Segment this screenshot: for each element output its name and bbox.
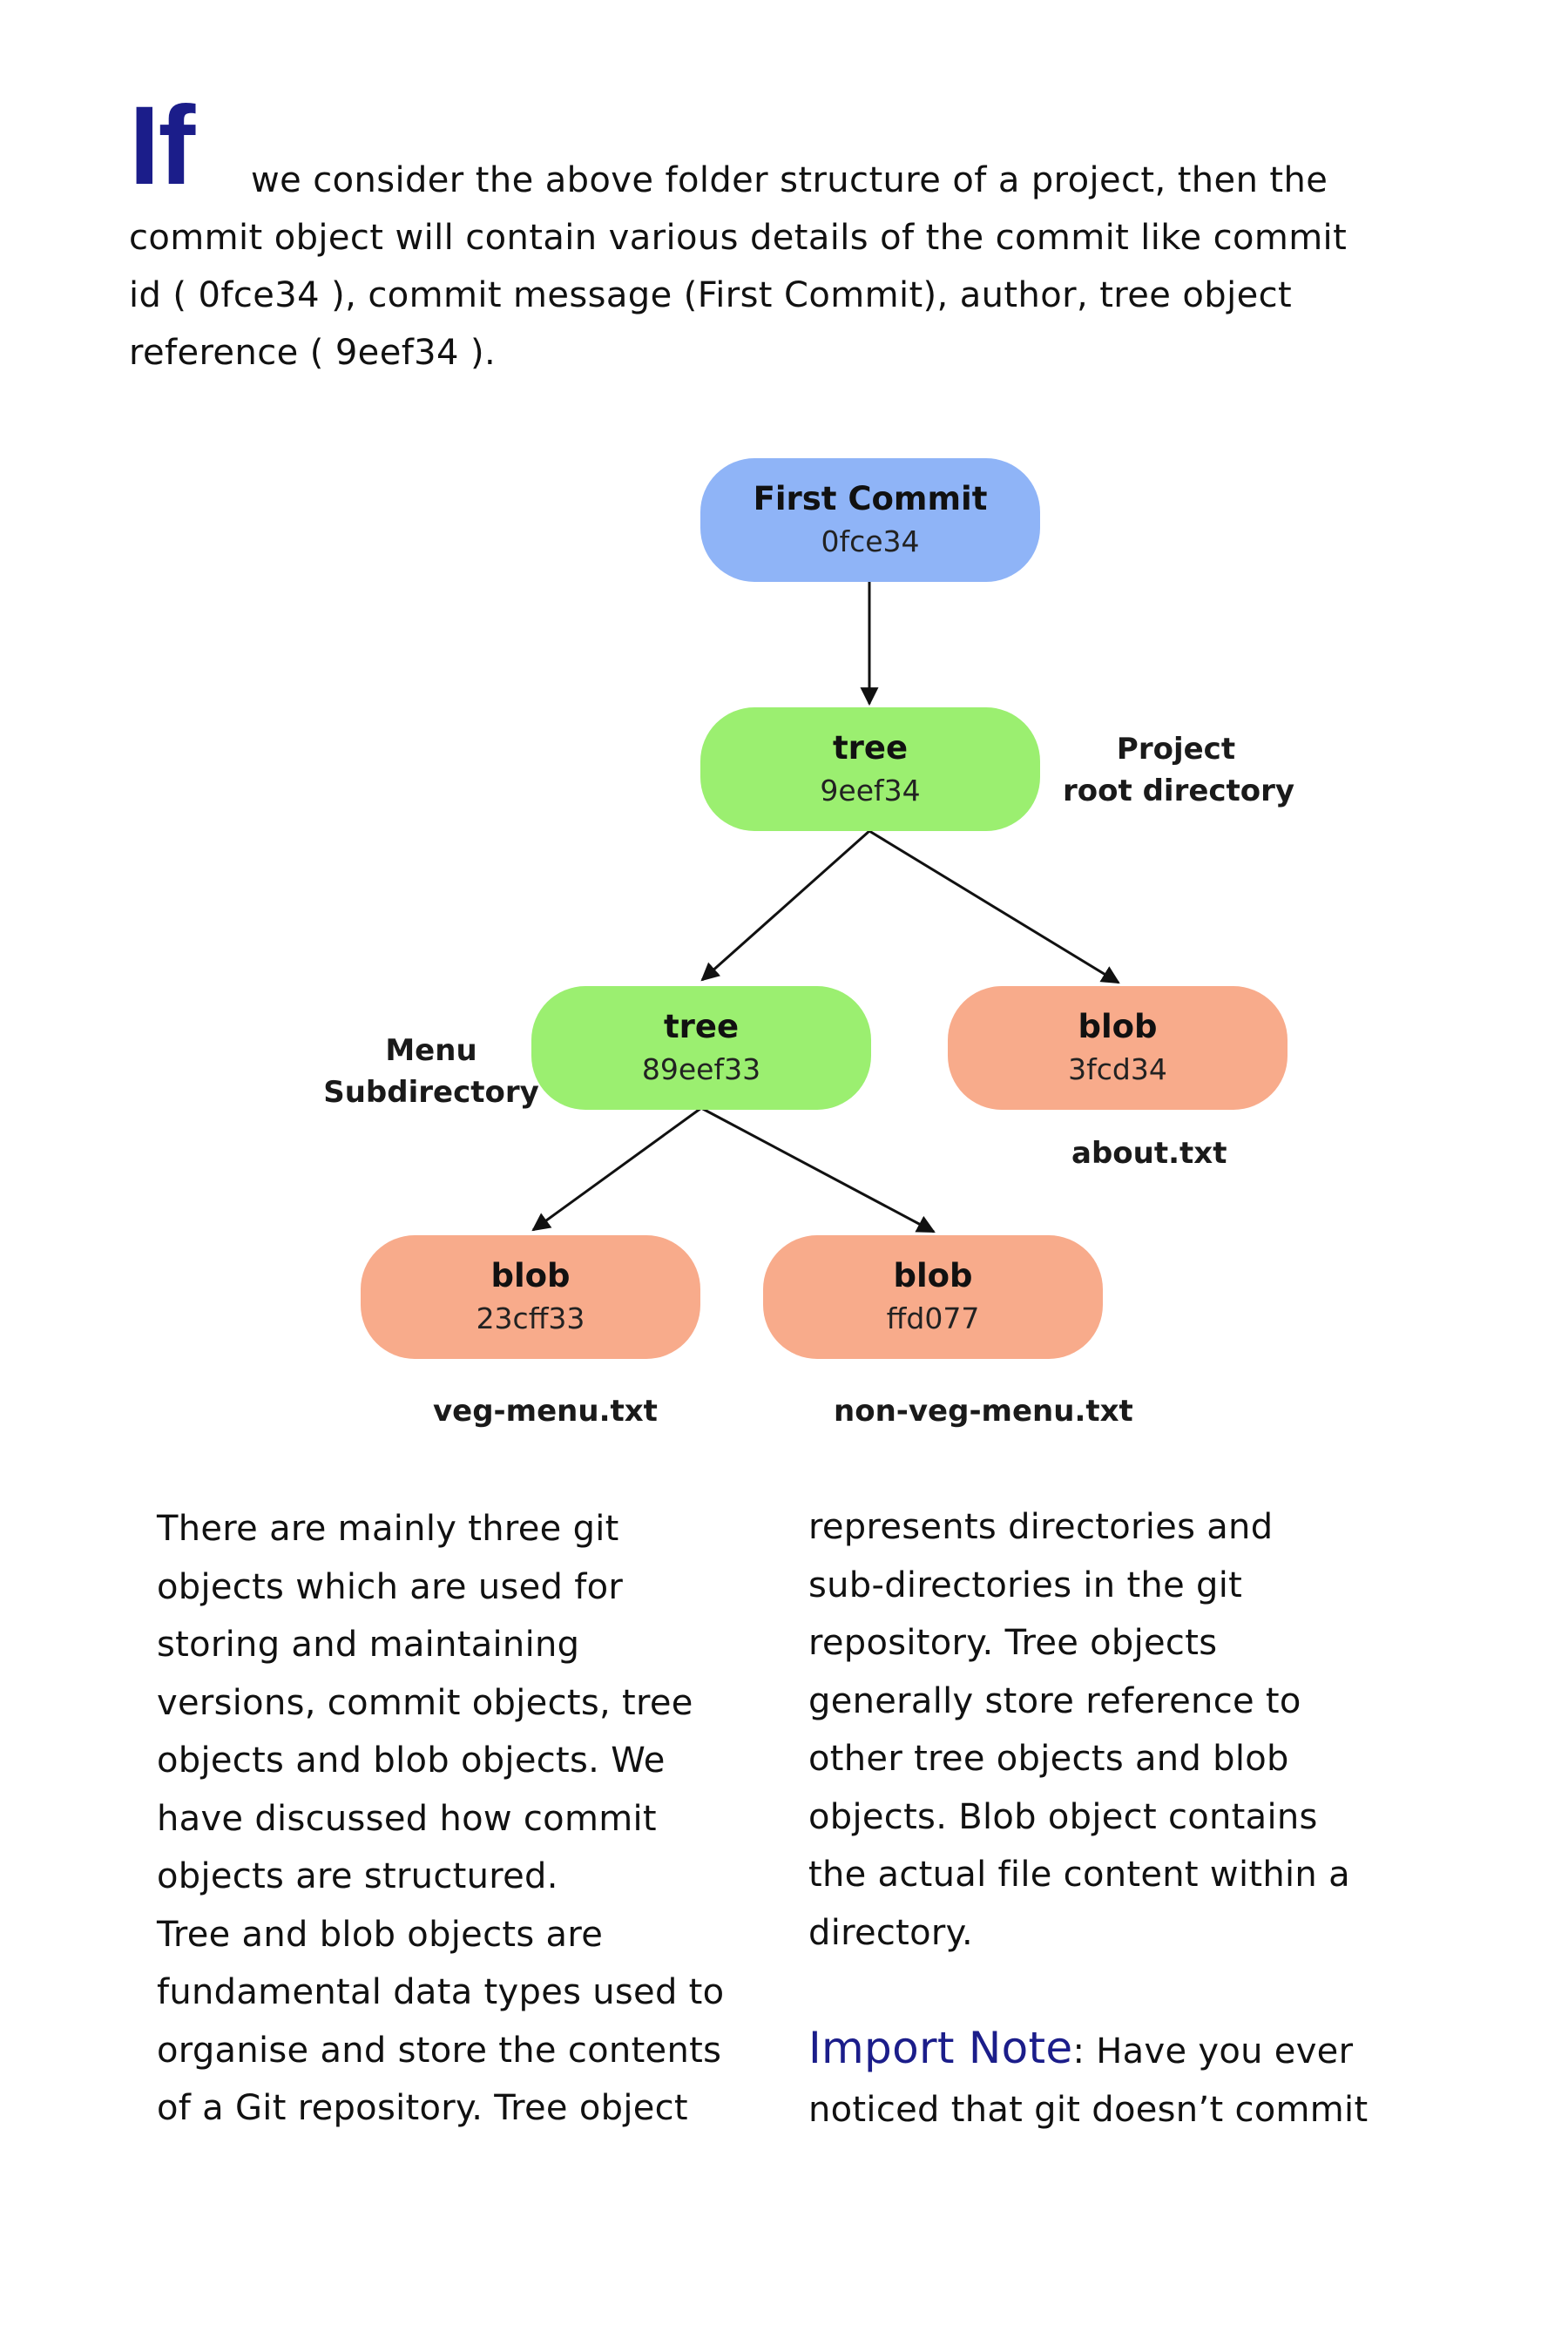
intro-line: reference ( 9eef34 ). <box>129 333 497 373</box>
label-nonveg-file: non-veg-menu.txt <box>834 1394 1133 1429</box>
note-line: noticed that git doesn’t commit <box>808 2089 1369 2130</box>
node-hash: 89eef33 <box>641 1052 761 1086</box>
body-line: sub-directories in the git <box>808 1565 1243 1605</box>
body-column-left: There are mainly three git objects which… <box>157 1500 724 2138</box>
edge-root-tree-to-menu-tree <box>700 829 870 982</box>
node-hash: ffd077 <box>886 1301 980 1335</box>
node-hash: 0fce34 <box>821 524 920 558</box>
git-object-diagram: First Commit 0fce34 tree 9eef34 tree 89e… <box>322 458 1294 1429</box>
body-line: storing and maintaining <box>157 1625 580 1665</box>
intro-line: we consider the above folder structure o… <box>251 160 1328 200</box>
edge-menu-tree-to-veg-blob <box>531 1106 702 1232</box>
body-column-right: represents directories and sub-directori… <box>808 1498 1368 2139</box>
note-heading: Import Note <box>808 2023 1073 2073</box>
body-line: the actual file content within a <box>808 1855 1350 1895</box>
intro-line: commit object will contain various detai… <box>129 218 1348 258</box>
node-hash: 9eef34 <box>820 774 921 808</box>
body-line: repository. Tree objects <box>808 1623 1218 1663</box>
body-line: objects and blob objects. We <box>157 1740 666 1781</box>
body-line: objects. Blob object contains <box>808 1796 1318 1837</box>
label-project-root: Project root directory <box>1063 728 1294 812</box>
body-line: represents directories and <box>808 1507 1274 1547</box>
node-title: tree <box>663 1008 740 1045</box>
drop-cap: If <box>129 84 195 208</box>
body-line: directory. <box>808 1912 973 1953</box>
node-nonveg-blob: blob ffd077 <box>763 1235 1103 1359</box>
body-line: objects are structured. <box>157 1856 558 1896</box>
node-about-blob: blob 3fcd34 <box>948 986 1288 1110</box>
intro-line: id ( 0fce34 ), commit message (First Com… <box>129 275 1293 315</box>
node-hash: 3fcd34 <box>1068 1052 1167 1086</box>
node-root-tree: tree 9eef34 <box>700 707 1040 831</box>
body-line: of a Git repository. Tree object <box>157 2088 688 2128</box>
note-line: Import Note: Have you ever <box>808 2019 1368 2081</box>
body-line: fundamental data types used to <box>157 1972 725 2012</box>
paragraph-gap <box>808 1962 1368 2019</box>
body-line: have discussed how commit <box>157 1798 657 1839</box>
node-first-commit: First Commit 0fce34 <box>700 458 1040 582</box>
body-line: Tree and blob objects are <box>157 1914 604 1955</box>
label-veg-file: veg-menu.txt <box>433 1394 658 1429</box>
label-about-file: about.txt <box>1071 1136 1227 1171</box>
body-line: There are mainly three git <box>157 1509 619 1549</box>
node-title: blob <box>490 1257 571 1294</box>
body-line: objects which are used for <box>157 1566 624 1607</box>
node-title: blob <box>893 1257 973 1294</box>
label-line: root directory <box>1063 774 1295 808</box>
node-title: blob <box>1078 1008 1158 1045</box>
node-title: tree <box>832 729 909 767</box>
label-line: Subdirectory <box>323 1075 539 1110</box>
body-line: other tree objects and blob <box>808 1739 1289 1779</box>
body-line: generally store reference to <box>808 1680 1301 1721</box>
body-line: versions, commit objects, tree <box>157 1682 693 1723</box>
node-veg-blob: blob 23cff33 <box>361 1235 700 1359</box>
body-line: organise and store the contents <box>157 2030 722 2071</box>
edge-menu-tree-to-nonveg-blob <box>700 1106 936 1233</box>
diagram-connectors <box>531 582 1120 1233</box>
note-text: : Have you ever <box>1072 2031 1354 2072</box>
node-title: First Commit <box>753 480 988 517</box>
edge-root-tree-to-about-blob <box>868 829 1120 984</box>
node-hash: 23cff33 <box>476 1301 585 1335</box>
label-line: Project <box>1116 732 1236 767</box>
label-line: Menu <box>385 1033 477 1068</box>
label-menu-subdirectory: Menu Subdirectory <box>322 1030 540 1113</box>
node-menu-tree: tree 89eef33 <box>531 986 871 1110</box>
